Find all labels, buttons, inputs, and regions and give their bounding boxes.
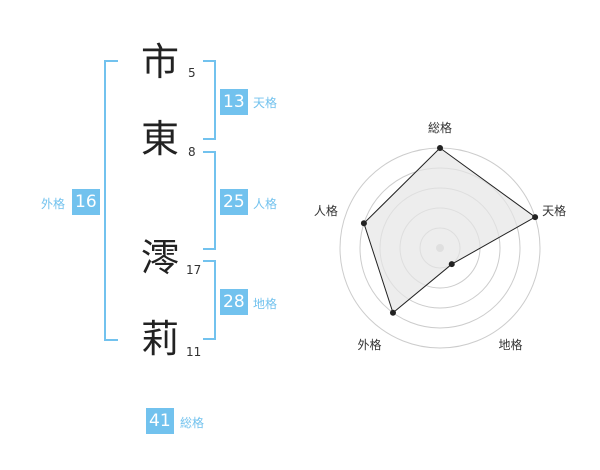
radar-axis-label-2: 天格 bbox=[542, 203, 566, 218]
gaikaku-bracket bbox=[104, 60, 118, 341]
radar-axis-label-5: 人格 bbox=[314, 203, 338, 218]
radar-axis-label-4: 外格 bbox=[357, 337, 381, 352]
name-char-4: 莉 bbox=[140, 317, 179, 361]
name-char-3: 澪 bbox=[140, 236, 179, 280]
radar-point-4 bbox=[389, 309, 396, 316]
chikaku-value: 28 bbox=[220, 289, 248, 315]
radar-point-5 bbox=[360, 220, 367, 227]
tenkaku-value: 13 bbox=[220, 89, 248, 115]
radar-axis-label-1: 総格 bbox=[428, 120, 452, 135]
gaikaku-value: 16 bbox=[72, 189, 100, 215]
stroke-count-3: 17 bbox=[186, 263, 202, 277]
radar-point-2 bbox=[532, 214, 539, 221]
name-char-2: 東 bbox=[140, 117, 179, 161]
soukaku-label: 総格 bbox=[180, 416, 205, 430]
stroke-count-4: 11 bbox=[186, 345, 202, 359]
gaikaku-label: 外格 bbox=[41, 197, 66, 211]
tenkaku-bracket bbox=[203, 60, 216, 140]
stroke-count-2: 8 bbox=[188, 145, 196, 159]
soukaku-value: 41 bbox=[146, 408, 174, 434]
chikaku-bracket bbox=[203, 260, 216, 340]
jinkaku-label: 人格 bbox=[253, 197, 278, 211]
radar-axis-label-3: 地格 bbox=[499, 337, 523, 352]
radar-point-3 bbox=[448, 261, 455, 268]
radar-point-1 bbox=[437, 145, 443, 151]
name-char-1: 市 bbox=[140, 40, 179, 84]
stroke-count-1: 5 bbox=[188, 66, 196, 80]
jinkaku-bracket bbox=[203, 151, 216, 250]
radar-data-polygon bbox=[363, 147, 537, 314]
tenkaku-label: 天格 bbox=[253, 96, 278, 110]
jinkaku-value: 25 bbox=[220, 189, 248, 215]
chikaku-label: 地格 bbox=[253, 297, 278, 311]
